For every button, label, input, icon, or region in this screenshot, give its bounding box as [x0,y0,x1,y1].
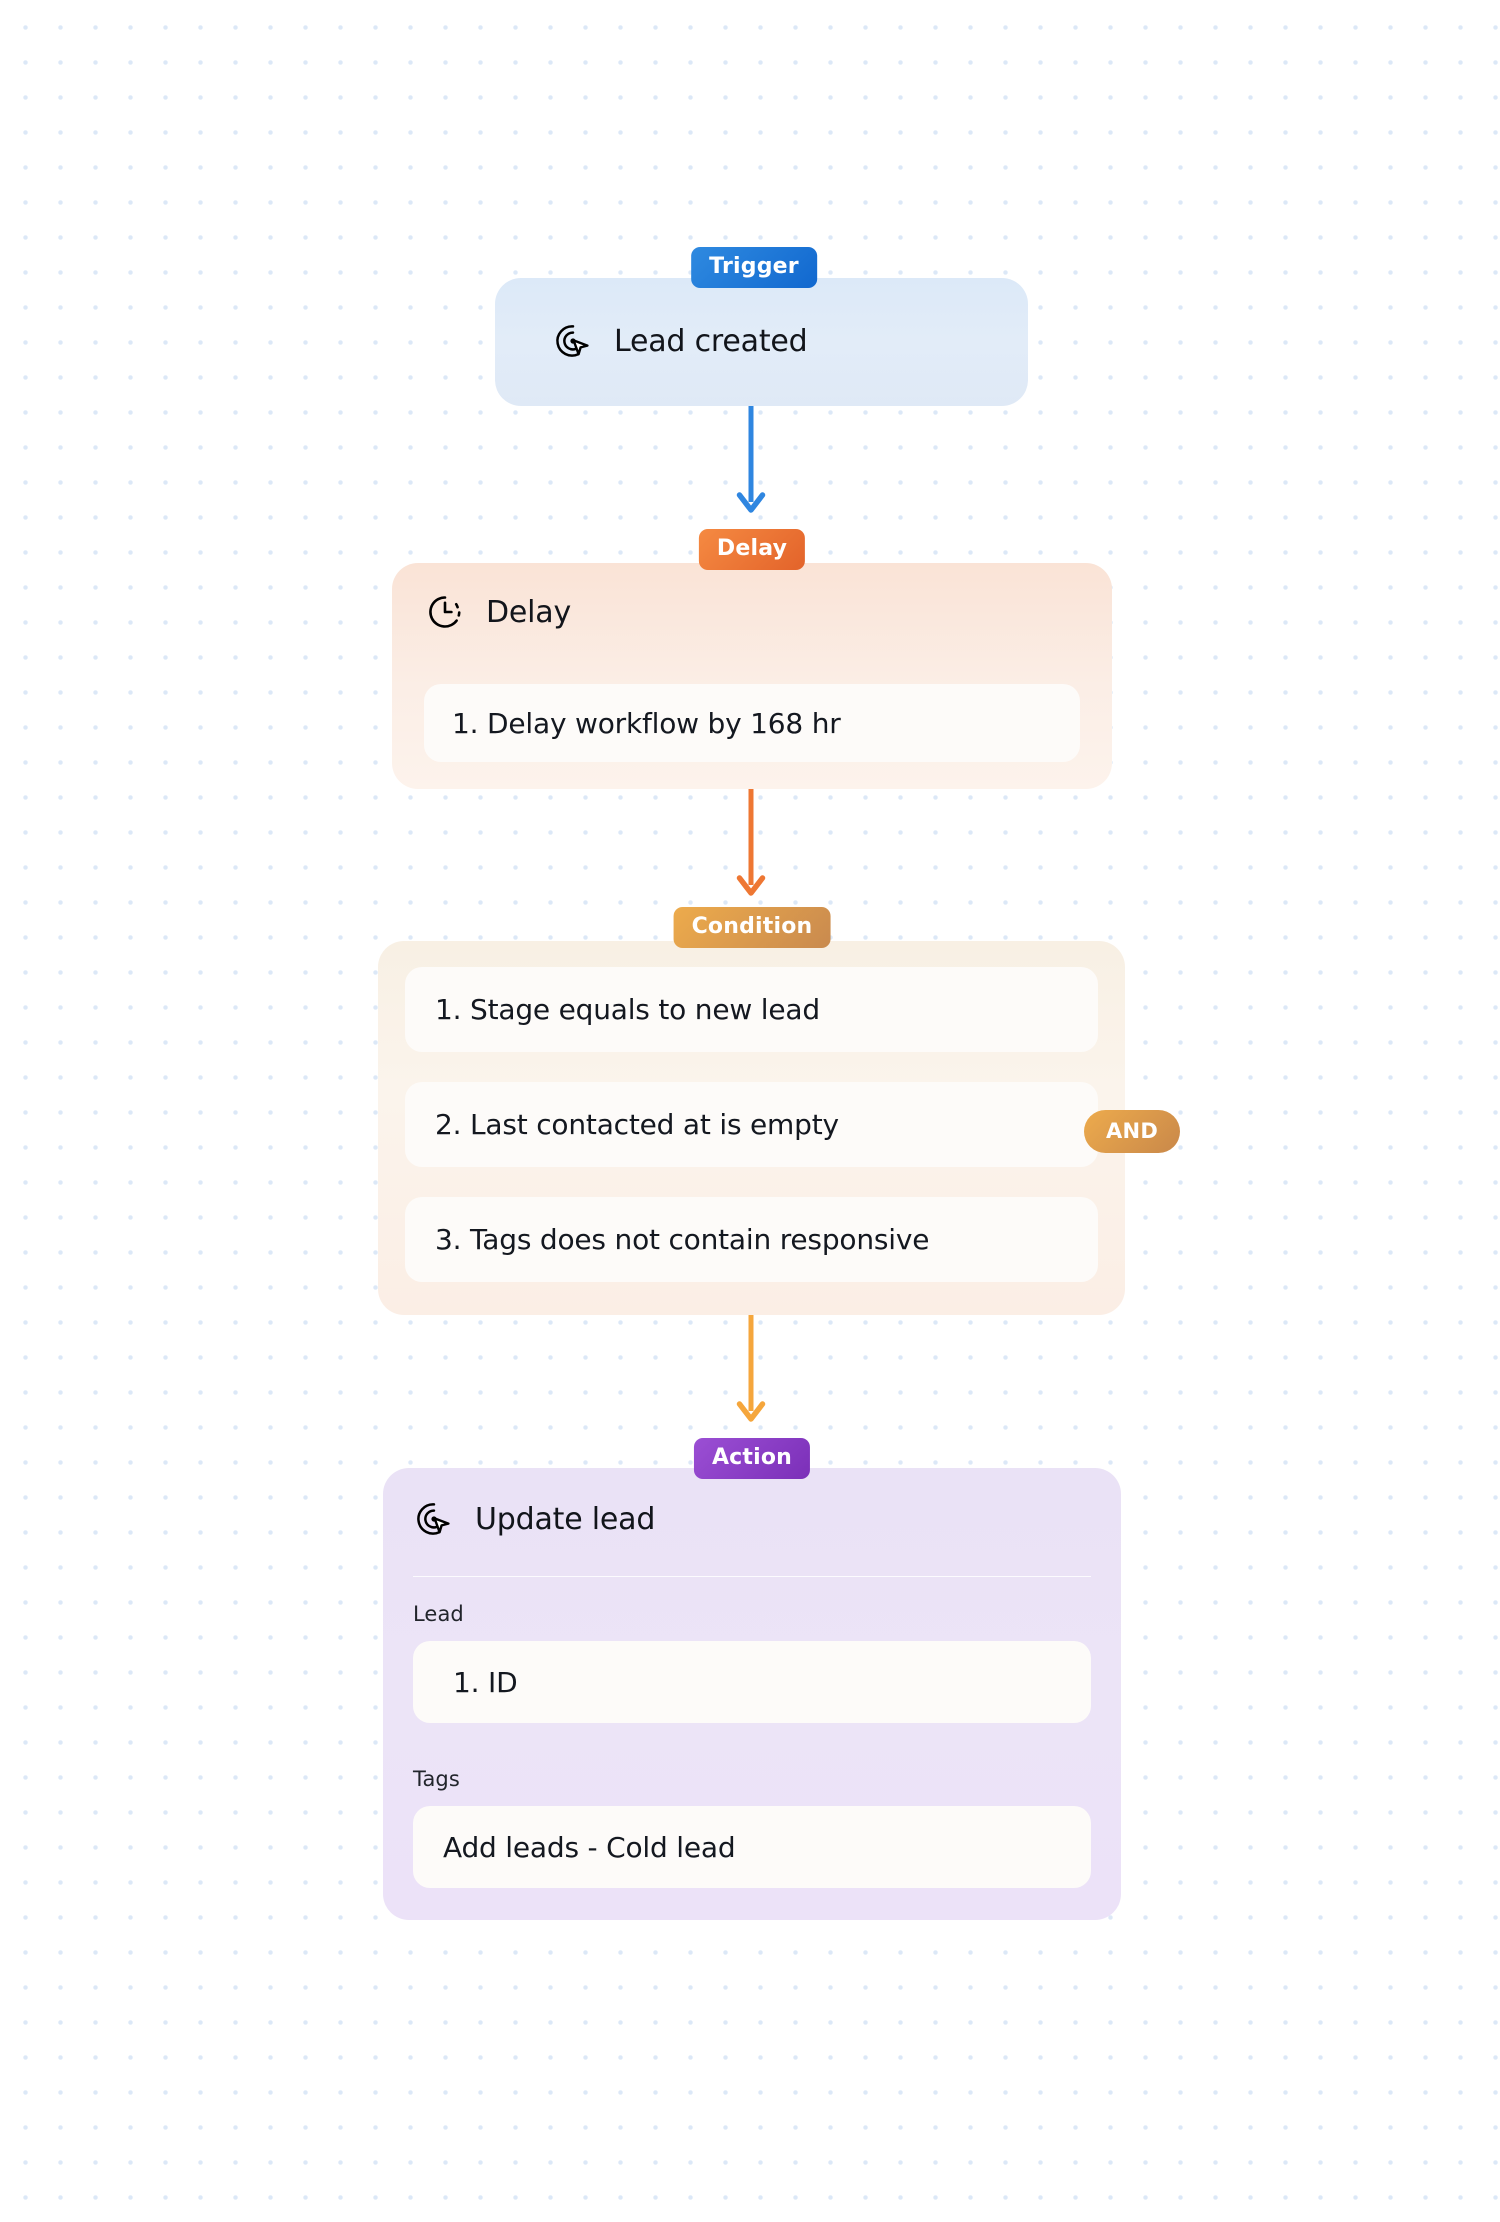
badge-condition: Condition [673,907,831,948]
action-divider [413,1576,1091,1577]
condition-card[interactable]: 1. Stage equals to new lead 2. Last cont… [378,941,1125,1315]
condition-row-2[interactable]: 2. Last contacted at is empty [405,1082,1098,1167]
badge-delay: Delay [698,529,806,570]
condition-row-3-text: 3. Tags does not contain responsive [435,1223,930,1256]
delay-card[interactable]: Delay 1. Delay workflow by 168 hr [392,563,1112,789]
connector-trigger-to-delay [736,406,766,526]
action-tags-value[interactable]: Add leads - Cold lead [413,1806,1091,1888]
action-lead-value-text: 1. ID [453,1665,518,1699]
trigger-card[interactable]: Lead created [495,278,1028,406]
condition-row-1[interactable]: 1. Stage equals to new lead [405,967,1098,1052]
badge-action: Action [693,1438,811,1479]
clock-dashed-icon [424,591,466,633]
action-title: Update lead [475,1501,656,1537]
delay-row-1[interactable]: 1. Delay workflow by 168 hr [424,684,1080,762]
action-lead-label: Lead [413,1602,464,1626]
delay-title: Delay [486,594,572,630]
condition-row-3[interactable]: 3. Tags does not contain responsive [405,1197,1098,1282]
trigger-title: Lead created [614,323,808,359]
condition-row-1-text: 1. Stage equals to new lead [435,993,820,1026]
delay-row-1-text: 1. Delay workflow by 168 hr [452,706,841,740]
action-card[interactable]: Update lead Lead 1. ID Tags Add leads - … [383,1468,1121,1920]
target-cursor-icon [413,1498,455,1540]
target-cursor-icon [552,320,594,362]
action-tags-value-text: Add leads - Cold lead [443,1830,736,1864]
action-tags-label: Tags [413,1767,460,1791]
and-operator-badge[interactable]: AND [1084,1110,1181,1153]
action-lead-value[interactable]: 1. ID [413,1641,1091,1723]
connector-delay-to-condition [736,789,766,909]
connector-condition-to-action [736,1315,766,1435]
badge-trigger: Trigger [691,247,817,288]
condition-row-2-text: 2. Last contacted at is empty [435,1108,839,1141]
